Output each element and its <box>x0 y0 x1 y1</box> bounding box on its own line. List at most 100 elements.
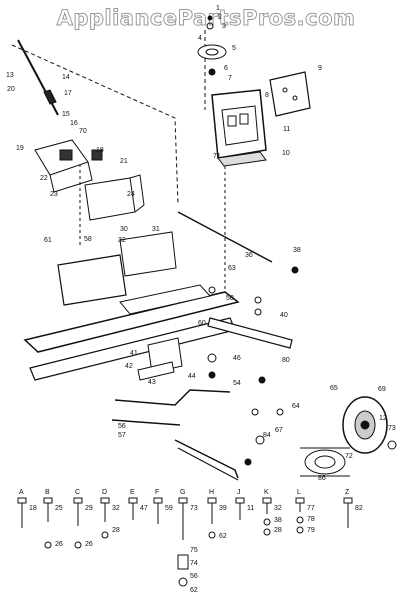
hardware-part-number: 26 <box>85 541 93 548</box>
callout-64: 64 <box>292 403 300 410</box>
bolt-head <box>17 497 27 504</box>
guide-line <box>11 44 179 206</box>
callout-58: 58 <box>84 236 92 243</box>
nut <box>101 531 109 539</box>
lower-bracket <box>119 231 177 277</box>
pivot-washer <box>205 48 219 56</box>
callout-16: 16 <box>70 120 78 127</box>
hardware-part-number: 77 <box>307 505 315 512</box>
bolt-head <box>100 497 110 504</box>
bolt-head <box>295 497 305 504</box>
hardware-part-number: 28 <box>274 527 282 534</box>
shift-linkage-rod <box>111 419 181 426</box>
callout-43: 43 <box>148 379 156 386</box>
callout-21: 21 <box>120 158 128 165</box>
nut <box>258 376 266 384</box>
callout-11: 11 <box>283 126 290 133</box>
hardware-part-number: 82 <box>355 505 363 512</box>
washer <box>208 286 216 294</box>
callout-44: 44 <box>188 373 196 380</box>
small-washer <box>206 22 214 30</box>
callout-72: 72 <box>345 453 353 460</box>
callout-13: 13 <box>6 72 14 79</box>
hardware-letter-A: A <box>19 489 24 496</box>
axle-bracket-flange <box>137 361 175 381</box>
nut <box>44 541 52 549</box>
hardware-letter-E: E <box>130 489 135 496</box>
console-housing <box>211 89 267 159</box>
hardware-part-number: 18 <box>29 505 37 512</box>
washer <box>178 577 188 587</box>
hardware-part-number: 32 <box>112 505 120 512</box>
hardware-part-number: 47 <box>140 505 148 512</box>
nut <box>208 68 216 76</box>
hardware-part-number: 29 <box>85 505 93 512</box>
bolt-head <box>343 497 353 504</box>
bolt-head <box>153 497 163 504</box>
bolt-head <box>207 497 217 504</box>
hardware-part-number: 32 <box>274 505 282 512</box>
callout-8: 8 <box>265 92 269 99</box>
hardware-row <box>17 497 353 587</box>
callout-3: 3 <box>222 23 226 30</box>
hardware-part-number: 62 <box>190 587 198 594</box>
callout-46: 46 <box>233 355 241 362</box>
drive-pulley <box>304 449 346 475</box>
callout-54: 54 <box>233 380 241 387</box>
drive-rod <box>177 447 239 481</box>
callout-40: 40 <box>280 312 288 319</box>
hardware-part-number: 62 <box>219 533 227 540</box>
callout-65: 65 <box>330 385 338 392</box>
callout-38: 38 <box>293 247 301 254</box>
hardware-letter-C: C <box>75 489 80 496</box>
axle-bracket <box>147 337 183 374</box>
washer <box>254 308 262 316</box>
callout-23: 23 <box>50 191 58 198</box>
callout-10: 10 <box>282 150 290 157</box>
bolt-head <box>73 497 83 504</box>
bolt-head <box>128 497 138 504</box>
transmission-bracket-side <box>49 161 93 193</box>
hardware-letter-J: J <box>237 489 241 496</box>
drive-rod <box>174 439 239 479</box>
panel-hole <box>282 87 288 93</box>
shift-knob <box>43 89 57 105</box>
callout-2: 2 <box>218 14 222 21</box>
small-bolt <box>207 15 213 21</box>
nut <box>296 516 304 524</box>
callout-4: 4 <box>198 35 202 42</box>
callout-24: 24 <box>127 191 135 198</box>
callout-1: 1 <box>216 5 220 12</box>
bolt-head <box>178 497 188 504</box>
mounting-bracket <box>84 177 136 221</box>
callout-31: 31 <box>152 226 160 233</box>
hardware-part-number: 11 <box>247 505 254 512</box>
callout-15: 15 <box>62 111 70 118</box>
mounting-bracket-tab <box>129 174 145 213</box>
console-slot <box>227 115 237 127</box>
hardware-part-number: 79 <box>307 527 315 534</box>
washer <box>207 353 217 363</box>
bracket-block <box>91 149 103 161</box>
callout-20: 20 <box>7 86 15 93</box>
hardware-letter-D: D <box>102 489 107 496</box>
shift-linkage-rod <box>114 389 231 406</box>
bracket-block <box>59 149 73 161</box>
callout-30: 30 <box>120 226 128 233</box>
hardware-part-number: 74 <box>190 560 198 567</box>
panel-hole <box>292 95 298 101</box>
callout-70: 70 <box>79 128 87 135</box>
hardware-letter-Z: Z <box>345 489 350 496</box>
frame-plate <box>57 254 127 306</box>
callout-9: 9 <box>318 65 322 72</box>
hardware-letter-B: B <box>45 489 50 496</box>
spacer <box>177 554 189 570</box>
nut <box>296 526 304 534</box>
console-housing-face <box>221 105 259 146</box>
nut <box>244 458 252 466</box>
hardware-part-number: 78 <box>307 516 315 523</box>
console-base <box>217 151 267 167</box>
hardware-part-number: 59 <box>165 505 173 512</box>
hardware-letter-L: L <box>297 489 301 496</box>
